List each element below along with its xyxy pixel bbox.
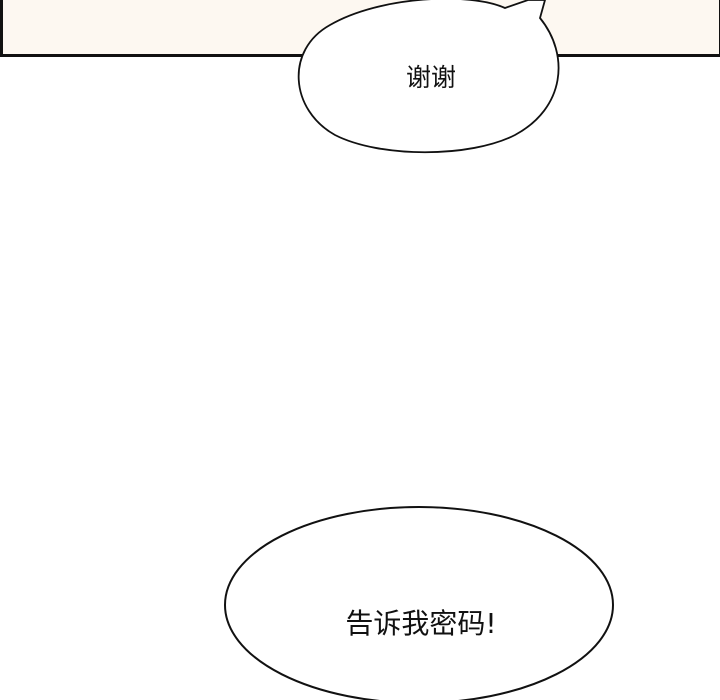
speech-bubble-bottom <box>224 506 614 700</box>
speech-text-bottom: 告诉我密码! <box>345 607 497 640</box>
speech-text-top: 谢谢 <box>405 63 457 92</box>
speech-bubble-top <box>297 0 560 154</box>
